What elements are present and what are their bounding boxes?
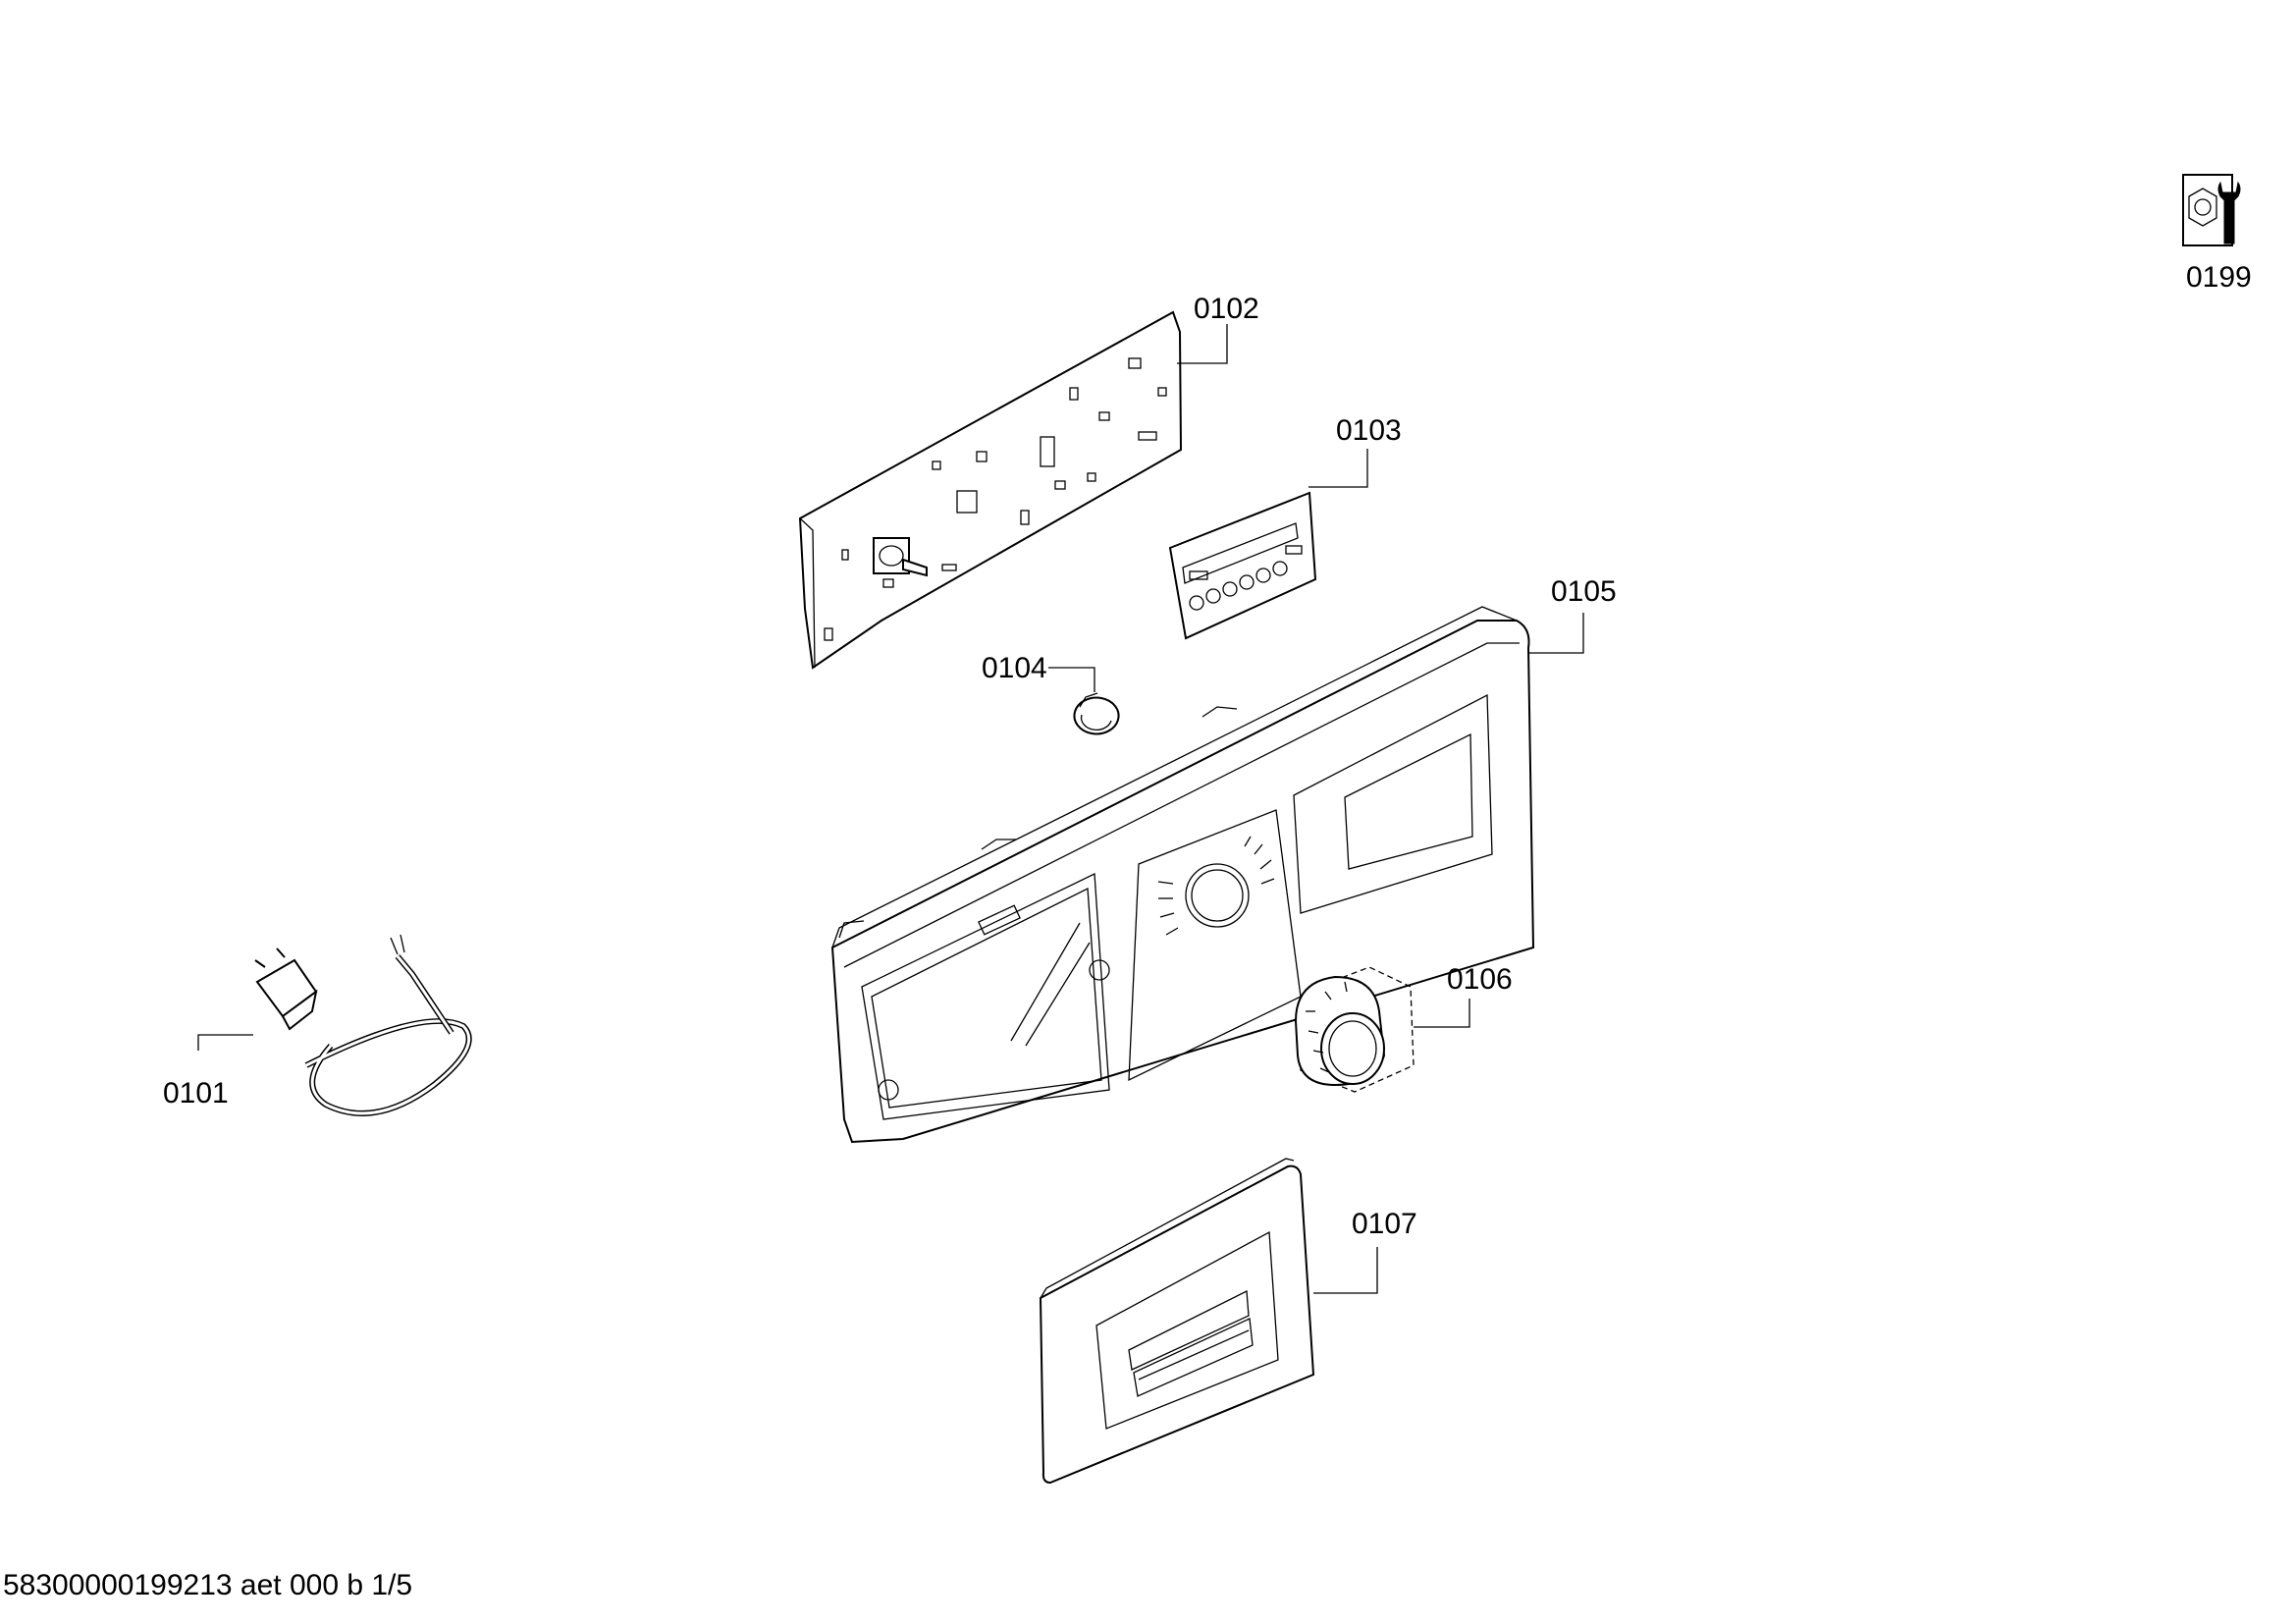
selector-holder	[1073, 692, 1120, 735]
keypad-foil	[1168, 491, 1317, 640]
part-label-0103: 0103	[1336, 414, 1402, 447]
detergent-drawer-handle	[1039, 1158, 1315, 1485]
part-label-0107: 0107	[1352, 1208, 1417, 1240]
part-label-0104: 0104	[982, 652, 1047, 684]
part-label-0105: 0105	[1551, 575, 1617, 608]
power-cord	[254, 934, 472, 1116]
wrench-nut-icon	[2182, 174, 2241, 246]
fascia-panel	[830, 606, 1535, 1144]
part-label-0106: 0106	[1447, 963, 1513, 996]
control-module-board	[798, 310, 1183, 670]
program-knob	[1294, 966, 1415, 1093]
rotary-encoder	[873, 537, 928, 577]
part-label-0101: 0101	[163, 1077, 229, 1110]
part-label-0102: 0102	[1194, 293, 1259, 325]
part-label-0199: 0199	[2186, 261, 2252, 294]
drawing-reference-footer: 58300000199213 aet 000 b 1/5	[3, 1569, 413, 1601]
